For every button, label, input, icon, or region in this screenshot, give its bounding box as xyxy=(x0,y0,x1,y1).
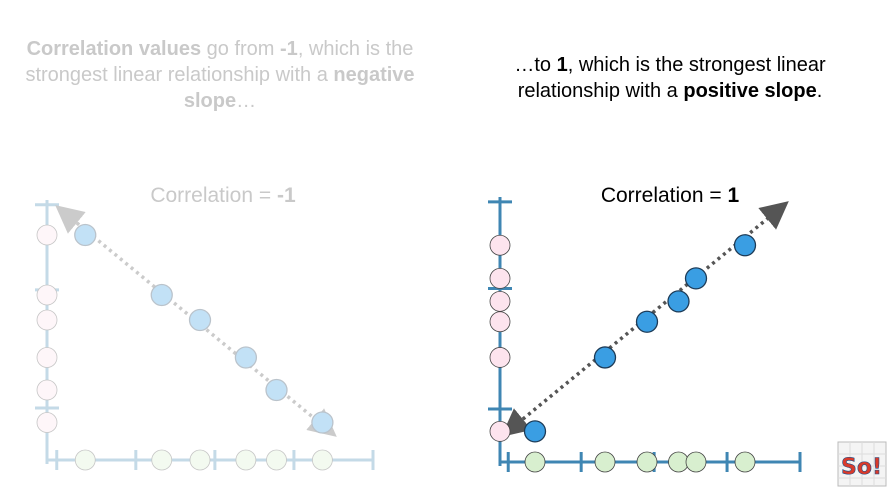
x-projection-marker xyxy=(189,449,211,471)
left-plot-title: Correlation = -1 xyxy=(150,184,296,207)
data-point xyxy=(311,411,334,434)
y-projection-marker xyxy=(489,267,511,289)
y-projection-marker xyxy=(36,224,58,246)
y-projection-marker xyxy=(489,347,511,368)
right-caption: …to 1, which is the strongest linear rel… xyxy=(514,54,826,102)
data-point xyxy=(523,420,547,443)
y-projection-marker xyxy=(36,379,58,401)
data-point xyxy=(733,234,757,257)
trend-line xyxy=(501,201,789,437)
x-projection-marker xyxy=(734,451,756,473)
trend-line xyxy=(55,205,337,437)
y-projection-marker xyxy=(489,311,511,333)
y-projection-marker xyxy=(36,284,58,306)
x-projection-marker xyxy=(74,449,96,471)
x-projection-marker xyxy=(668,451,689,473)
statquest-logo-icon: So! xyxy=(836,440,888,488)
x-projection-marker xyxy=(636,451,658,473)
right-plot xyxy=(488,197,802,473)
x-projection-marker xyxy=(311,449,333,471)
y-projection-marker xyxy=(489,234,511,256)
data-point xyxy=(593,346,617,369)
data-point xyxy=(234,346,258,369)
data-point xyxy=(667,290,690,313)
x-projection-marker xyxy=(685,451,707,473)
data-point xyxy=(684,267,708,290)
x-projection-marker xyxy=(266,449,287,471)
x-projection-marker xyxy=(594,451,616,473)
data-point xyxy=(74,223,97,247)
left-plot xyxy=(35,200,375,471)
y-projection-marker xyxy=(36,309,58,331)
data-point xyxy=(188,308,212,332)
y-projection-marker xyxy=(36,412,58,433)
left-caption: Correlation values go from -1, which is … xyxy=(25,38,415,112)
y-projection-marker xyxy=(489,290,511,312)
y-projection-marker xyxy=(36,347,58,368)
x-projection-marker xyxy=(524,451,546,473)
data-point xyxy=(635,310,659,333)
data-point xyxy=(265,378,288,402)
x-projection-marker xyxy=(151,449,173,471)
y-projection-marker xyxy=(489,420,511,442)
svg-text:So!: So! xyxy=(841,455,882,480)
x-projection-marker xyxy=(235,449,257,471)
data-point xyxy=(150,283,173,307)
